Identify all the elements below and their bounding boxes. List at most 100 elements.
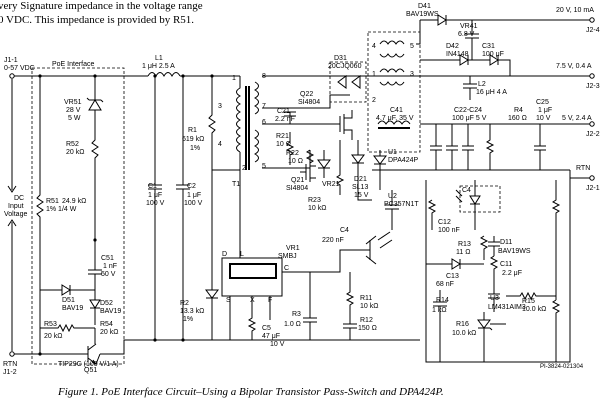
t1-pin-1: 1: [232, 75, 236, 82]
figure-caption: Figure 1. PoE Interface Circuit–Using a …: [57, 386, 444, 398]
c51-value: 1 nF: [103, 263, 117, 270]
c2-value: 1 μF: [187, 192, 201, 199]
r12-ref: R13: [458, 241, 471, 248]
t2-winding-2: [379, 68, 405, 73]
l2-inductor: [377, 120, 411, 125]
rtn-label: RTN: [3, 361, 17, 368]
j2-1-terminal: [589, 175, 595, 181]
r52-resistor: [91, 110, 99, 240]
vr1-ref: R2: [180, 300, 189, 307]
c2-capacitor: [176, 76, 190, 340]
l2-ref: C41: [390, 107, 403, 114]
r1-ref: R1: [188, 127, 197, 134]
d6-value: DPA424P: [388, 157, 419, 164]
j2-4-terminal: [589, 17, 595, 23]
c5-ref: R12: [360, 317, 373, 324]
c22-c24-value: 100 μF 5 V: [452, 115, 487, 122]
r2-value: 47 μF: [262, 333, 280, 340]
t2-winding-1: [379, 40, 405, 45]
l1-value: 1 μH 2.5 A: [142, 63, 175, 70]
l1-inductor: [147, 72, 181, 78]
t1-secondary-lower: [253, 129, 259, 163]
q22-value: SI4804: [298, 99, 320, 106]
l1-ref: L1: [155, 55, 163, 62]
c11-value: 1 kΩ: [432, 307, 447, 314]
c25-ref: C25: [536, 99, 549, 106]
u1-pin-l: L: [240, 251, 244, 258]
t2-pin-3: 3: [410, 71, 414, 78]
d21-ref: D21: [354, 176, 367, 183]
q51-ref: Q51: [84, 367, 97, 374]
c23-capacitor: [446, 124, 458, 170]
d21-value2: 15 V: [354, 192, 369, 199]
vr1-value: 13.3 kΩ: [180, 308, 204, 315]
q51-transistor: [84, 328, 101, 365]
t2-pin-5: 5: [410, 43, 414, 50]
c41-value: 6.8 V: [458, 31, 475, 38]
d41-diode: [420, 14, 570, 26]
u2-phototransistor: [365, 231, 393, 265]
r11-resistor: [427, 199, 437, 230]
c2-value2: 100 V: [184, 200, 203, 207]
d31-package: [329, 61, 367, 103]
vr41-value: IN4148: [446, 51, 469, 58]
u1-pin-s: S: [226, 297, 231, 304]
d21-value: SL13: [352, 184, 368, 191]
u1-control-block: [229, 263, 277, 279]
r21-value: 10 Ω: [276, 141, 291, 148]
q21-mosfet: [300, 162, 316, 182]
vr51-value2: 5 W: [68, 115, 81, 122]
r1-value2: 1%: [190, 145, 200, 152]
c51-capacitor: [88, 240, 102, 300]
d6-ref: U1: [388, 149, 397, 156]
d11-value: 68 nF: [436, 281, 454, 288]
c24-capacitor: [462, 124, 474, 170]
r2-resistor: [247, 310, 257, 340]
d41-ref: D41: [418, 3, 431, 10]
c4-value: 1.0 Ω: [284, 321, 301, 328]
c25-value2: 10 V: [536, 115, 551, 122]
j2-4-jack: J2-4: [586, 27, 600, 34]
vr1-zener: [205, 250, 219, 340]
j1-1-terminal: [9, 73, 15, 79]
d21-diode: [351, 140, 372, 201]
vr21-zener: [317, 150, 331, 178]
r3-resistor: [345, 272, 355, 318]
c25-value: 1 μF: [538, 107, 552, 114]
j2-1-rail: RTN: [576, 165, 590, 172]
u1-ref: VR1: [286, 245, 300, 252]
r52-value: 20 kΩ: [66, 149, 84, 156]
d51-diode: [40, 284, 95, 296]
r15-r16-divider: [551, 180, 561, 362]
doc-code: PI-3824-021304: [540, 364, 584, 370]
r14-ref: R15: [522, 298, 535, 305]
c21-value: 2.2 nF: [275, 116, 295, 123]
input-polarity-arrow-top: [7, 79, 17, 193]
t2-pin-4: 4: [372, 43, 376, 50]
r22-value: 10 Ω: [288, 158, 303, 165]
l2-value: 4.7 μF, 35 V: [376, 115, 414, 122]
u3-ref: R16: [456, 321, 469, 328]
j2-2-jack: J2-2: [586, 131, 600, 138]
d6-diode: [373, 150, 387, 190]
t1-pin-5: 5: [262, 163, 266, 170]
c31-capacitor: [463, 76, 477, 100]
c51-value2: 50 V: [101, 271, 116, 278]
input-voltage-label: 0-57 VDC: [4, 65, 35, 72]
c12-capacitor: [488, 236, 500, 256]
t1-pin-2: 2: [242, 165, 246, 172]
r51-ref: R51: [46, 198, 59, 205]
t1-primary: [236, 76, 242, 153]
u3-value: 10.0 kΩ: [452, 330, 476, 337]
poe-interface-box: [31, 67, 125, 365]
d51-ref: D51: [62, 297, 75, 304]
t1-pin-4: 4: [218, 141, 222, 148]
d31-diode: [337, 75, 361, 89]
c1-value: 1 μF: [148, 192, 162, 199]
c5-capacitor: [343, 318, 357, 340]
u3-shunt-regulator: [477, 312, 506, 362]
c11-ref: R14: [436, 297, 449, 304]
d51-value: BAV19: [62, 305, 83, 312]
t1-core: [245, 86, 250, 170]
